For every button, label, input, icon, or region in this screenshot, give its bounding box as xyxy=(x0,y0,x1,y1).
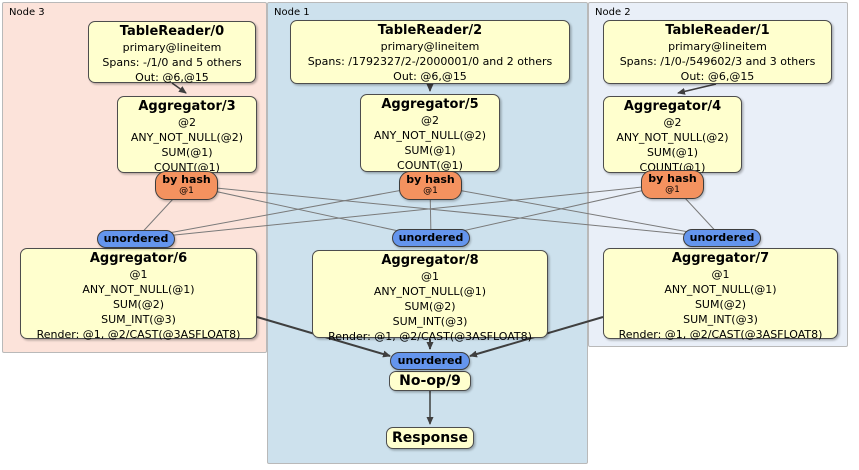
node-aggregator-4: Aggregator/4 @2 ANY_NOT_NULL(@2) SUM(@1)… xyxy=(603,96,742,174)
node-detail: ANY_NOT_NULL(@2) xyxy=(373,129,487,142)
node-detail: SUM(@2) xyxy=(694,298,747,311)
node-response: Response xyxy=(386,427,474,449)
node-title: Aggregator/4 xyxy=(623,99,722,114)
node-title: Aggregator/6 xyxy=(89,251,188,266)
node-tablereader-0: TableReader/0 primary@lineitem Spans: -/… xyxy=(88,21,256,84)
region-node-2-label: Node 2 xyxy=(595,7,631,18)
sync-label: unordered xyxy=(398,231,464,244)
node-detail: COUNT(@1) xyxy=(397,159,463,172)
node-detail: Out: @6,@15 xyxy=(135,71,209,84)
node-tablereader-2: TableReader/2 primary@lineitem Spans: /1… xyxy=(290,20,570,84)
sync-unordered-right: unordered xyxy=(683,229,761,247)
node-title: No-op/9 xyxy=(399,373,461,389)
router-label: by hash xyxy=(648,172,697,185)
node-detail: Spans: -/1/0 and 5 others xyxy=(102,56,242,69)
node-title: TableReader/2 xyxy=(377,23,483,38)
node-detail: ANY_NOT_NULL(@1) xyxy=(373,285,487,298)
node-aggregator-8: Aggregator/8 @1 ANY_NOT_NULL(@1) SUM(@2)… xyxy=(312,250,548,343)
node-detail: @2 xyxy=(421,114,439,127)
router-label: by hash xyxy=(406,173,455,186)
router-label: by hash xyxy=(162,173,211,186)
node-title: TableReader/0 xyxy=(119,24,225,39)
router-by-hash-left: by hash @1 xyxy=(155,171,218,200)
node-title: Aggregator/3 xyxy=(138,99,236,114)
node-detail: SUM_INT(@3) xyxy=(683,313,758,326)
node-detail: Spans: /1/0-/549602/3 and 3 others xyxy=(619,55,816,68)
node-detail: @2 xyxy=(663,116,682,129)
router-by-hash-mid: by hash @1 xyxy=(399,171,462,200)
node-detail: @1 xyxy=(711,268,730,281)
node-detail: COUNT(@1) xyxy=(154,161,220,174)
node-detail: @1 xyxy=(421,270,439,283)
node-detail: SUM(@1) xyxy=(161,146,213,159)
node-detail: primary@lineitem xyxy=(668,40,767,53)
node-title: Response xyxy=(391,430,469,446)
node-detail: Spans: /1792327/2-/2000001/0 and 2 other… xyxy=(307,55,553,68)
node-detail: ANY_NOT_NULL(@2) xyxy=(130,131,244,144)
node-detail: SUM(@2) xyxy=(404,300,456,313)
router-columns: @1 xyxy=(665,185,680,195)
node-detail: Render: @1, @2/CAST(@3ASFLOAT8) xyxy=(328,330,532,343)
node-aggregator-7: Aggregator/7 @1 ANY_NOT_NULL(@1) SUM(@2)… xyxy=(603,248,838,341)
node-detail: SUM(@1) xyxy=(404,144,456,157)
node-detail: primary@lineitem xyxy=(122,41,222,54)
node-title: Aggregator/5 xyxy=(381,97,479,112)
node-detail: SUM_INT(@3) xyxy=(392,315,468,328)
node-detail: @2 xyxy=(178,116,196,129)
node-detail: primary@lineitem xyxy=(380,40,480,53)
sync-unordered-mid: unordered xyxy=(392,229,470,247)
node-detail: SUM(@2) xyxy=(112,298,165,311)
router-columns: @1 xyxy=(179,186,194,196)
node-detail: Render: @1, @2/CAST(@3ASFLOAT8) xyxy=(618,328,823,341)
node-detail: SUM(@1) xyxy=(646,146,699,159)
node-title: Aggregator/8 xyxy=(381,253,479,268)
sync-label: unordered xyxy=(689,231,755,244)
sync-unordered-left: unordered xyxy=(97,230,175,248)
region-node-1-label: Node 1 xyxy=(274,7,310,18)
node-detail: ANY_NOT_NULL(@1) xyxy=(82,283,195,296)
region-node-3-label: Node 3 xyxy=(9,7,45,18)
node-detail: ANY_NOT_NULL(@1) xyxy=(664,283,777,296)
sync-label: unordered xyxy=(397,354,463,367)
node-aggregator-5: Aggregator/5 @2 ANY_NOT_NULL(@2) SUM(@1)… xyxy=(360,94,500,172)
sync-unordered-final: unordered xyxy=(390,352,470,370)
node-detail: ANY_NOT_NULL(@2) xyxy=(616,131,729,144)
node-detail: @1 xyxy=(129,268,148,281)
node-aggregator-3: Aggregator/3 @2 ANY_NOT_NULL(@2) SUM(@1)… xyxy=(117,96,257,174)
node-title: Aggregator/7 xyxy=(671,251,770,266)
router-by-hash-right: by hash @1 xyxy=(641,170,704,199)
edge-tablereader-to-aggregator xyxy=(171,82,717,95)
node-detail: Out: @6,@15 xyxy=(393,70,467,83)
node-detail: SUM_INT(@3) xyxy=(101,313,176,326)
node-tablereader-1: TableReader/1 primary@lineitem Spans: /1… xyxy=(603,20,832,84)
sync-label: unordered xyxy=(103,232,169,245)
node-aggregator-6: Aggregator/6 @1 ANY_NOT_NULL(@1) SUM(@2)… xyxy=(20,248,257,341)
node-detail: Render: @1, @2/CAST(@3ASFLOAT8) xyxy=(36,328,241,341)
router-columns: @1 xyxy=(423,186,438,196)
node-noop-9: No-op/9 xyxy=(389,371,471,391)
node-title: TableReader/1 xyxy=(665,23,770,38)
node-detail: Out: @6,@15 xyxy=(680,70,755,83)
